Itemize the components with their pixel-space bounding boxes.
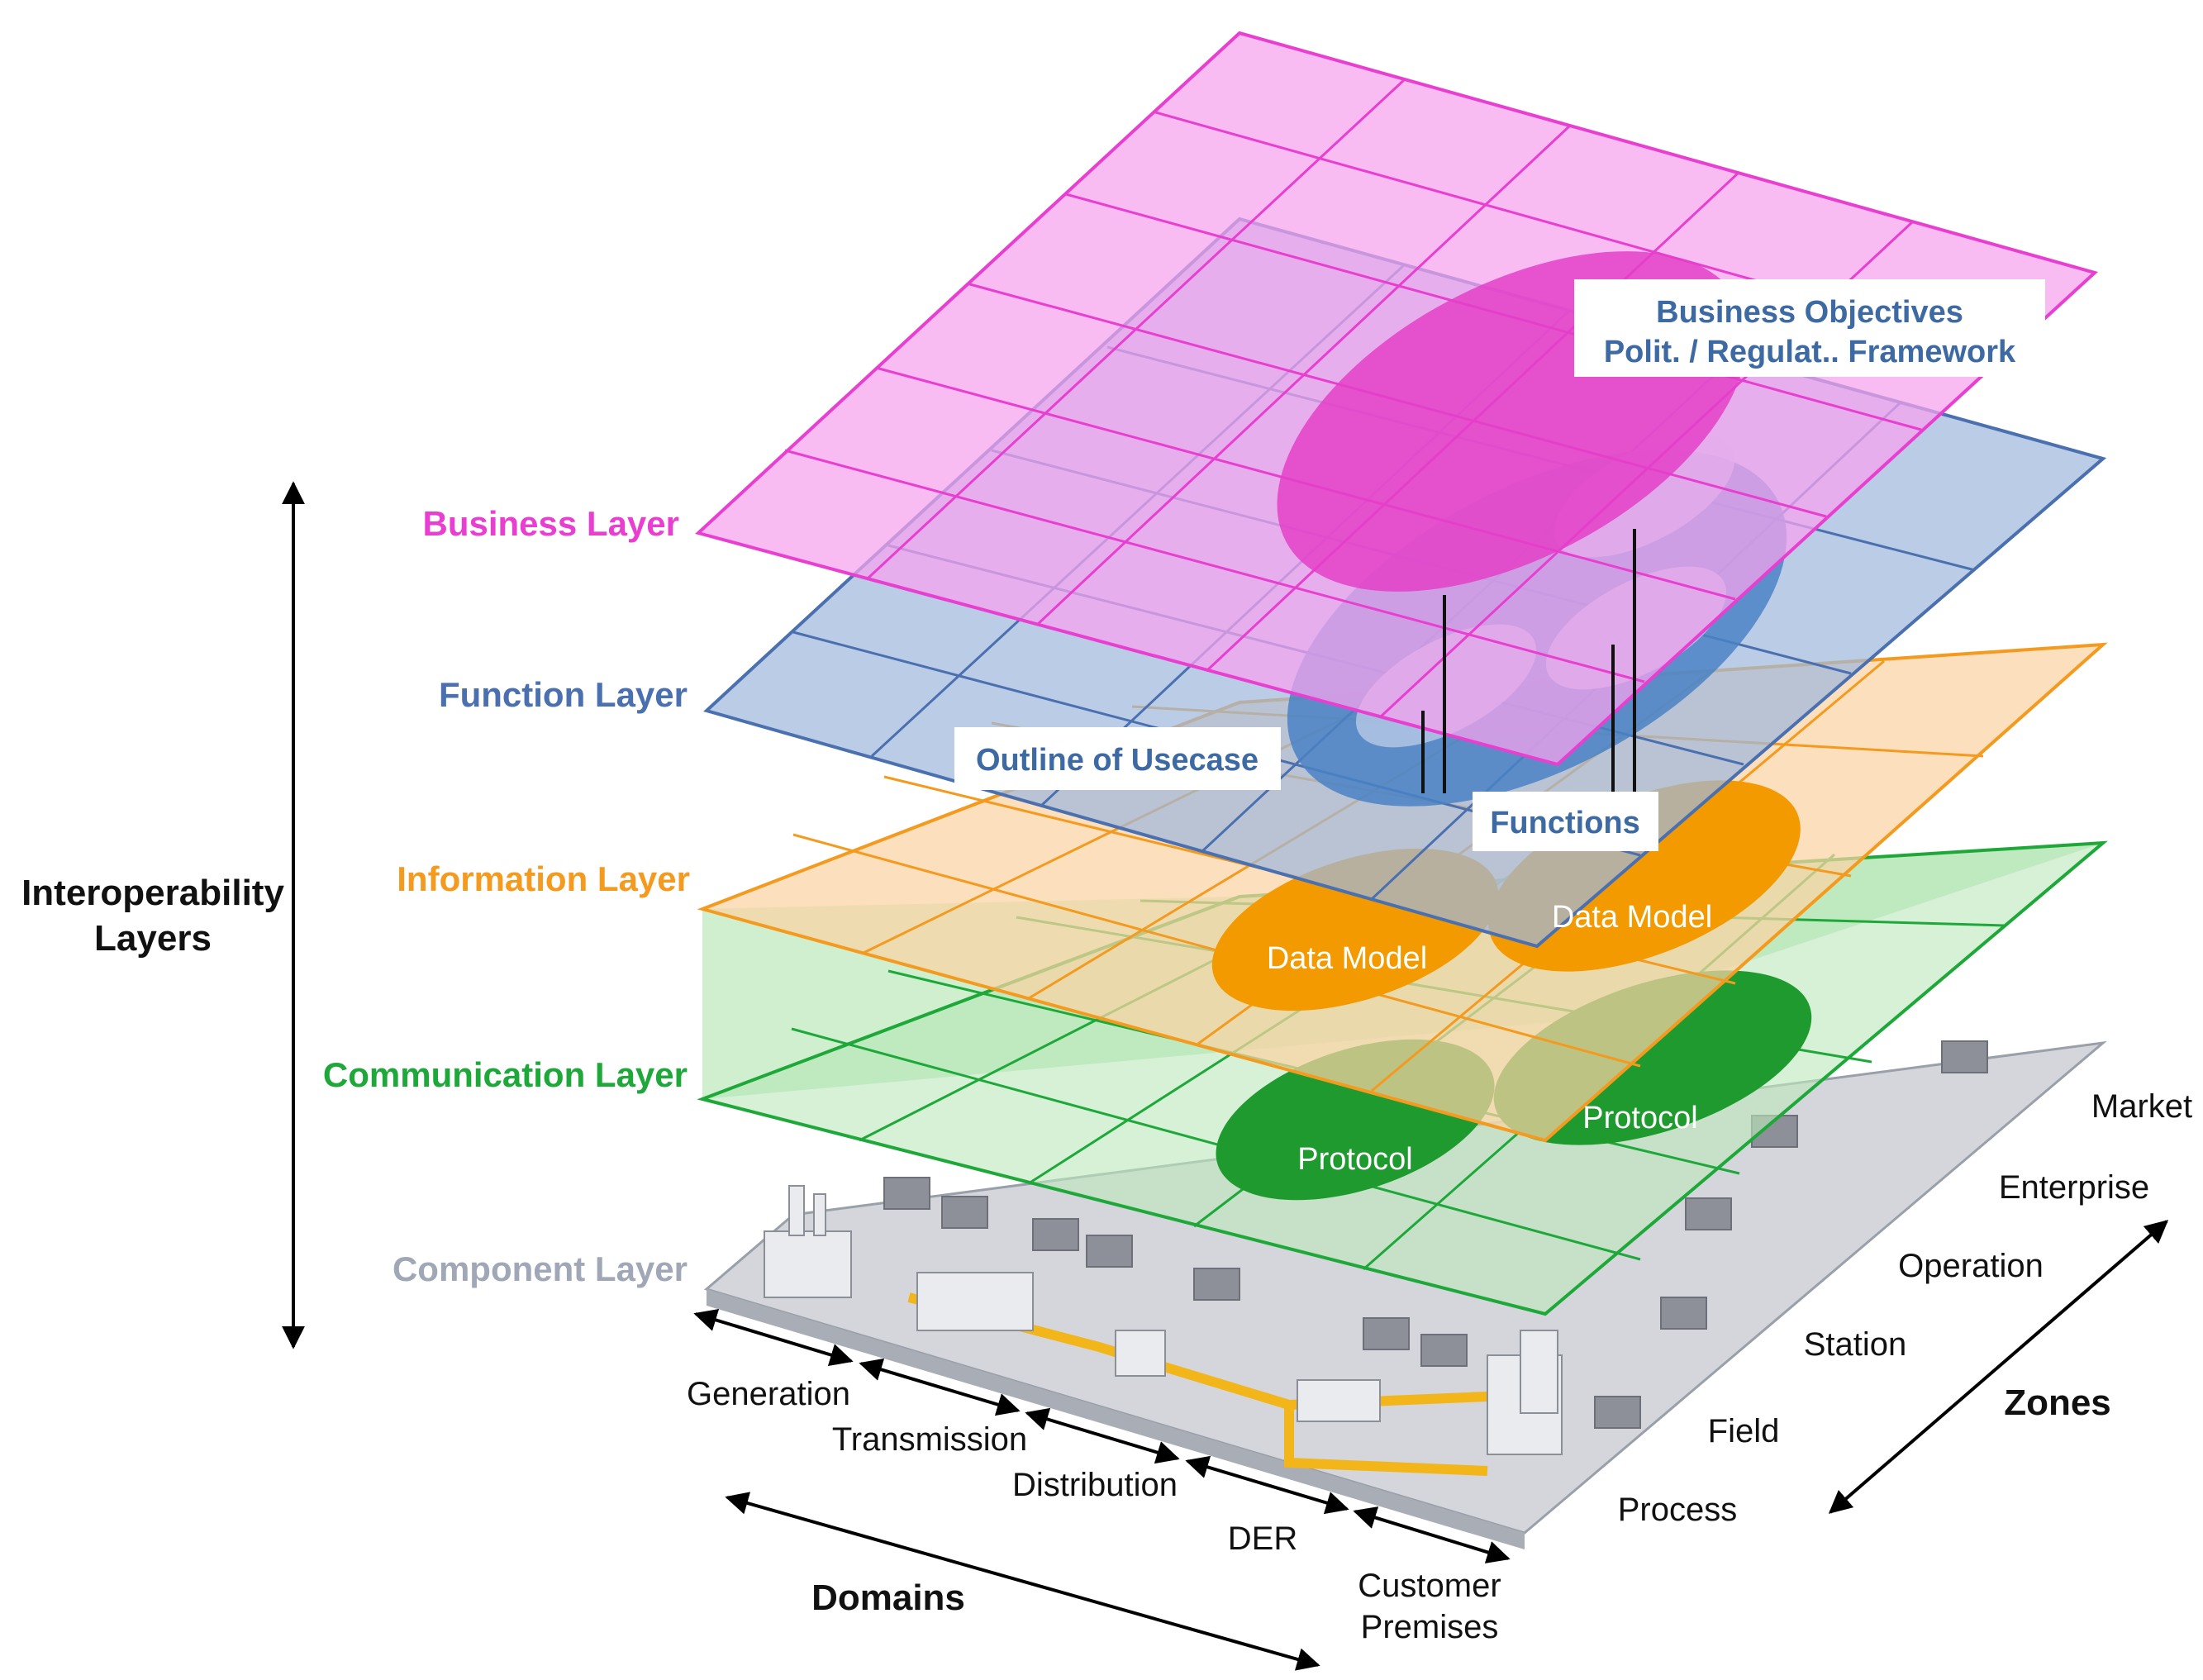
business-layer-label: Business Layer — [423, 504, 680, 543]
domain-arrows — [693, 1308, 1511, 1671]
political-regulatory-framework-text: Polit. / Regulat.. Framework — [1604, 335, 2016, 369]
usecase-connector-lines — [1421, 529, 1636, 797]
domain-transmission: Transmission — [832, 1421, 1027, 1458]
interoperability-label-line2: Layers — [94, 918, 212, 959]
functions-text: Functions — [1490, 806, 1640, 840]
zones-title: Zones — [2004, 1383, 2111, 1423]
domain-premises: Premises — [1361, 1609, 1499, 1645]
communication-layer-label: Communication Layer — [323, 1055, 688, 1094]
data-model-label-2: Data Model — [1552, 900, 1712, 935]
data-model-label-1: Data Model — [1267, 941, 1427, 976]
domain-customer: Customer — [1358, 1568, 1501, 1604]
interoperability-label-line1: Interoperability — [21, 873, 284, 913]
zone-operation: Operation — [1898, 1248, 2044, 1284]
domain-der: DER — [1228, 1521, 1297, 1557]
functions-box — [1473, 792, 1658, 851]
zone-process: Process — [1618, 1492, 1738, 1528]
protocol-label-2: Protocol — [1582, 1101, 1697, 1135]
domain-distribution: Distribution — [1012, 1467, 1178, 1503]
domains-title: Domains — [811, 1578, 965, 1618]
zone-field: Field — [1708, 1413, 1780, 1449]
function-layer-label: Function Layer — [439, 675, 688, 714]
zone-station: Station — [1804, 1326, 1907, 1363]
protocol-label-1: Protocol — [1297, 1142, 1412, 1177]
zone-enterprise: Enterprise — [1999, 1169, 2149, 1206]
zones-axis-arrow — [1828, 1220, 2169, 1514]
business-objectives-text: Business Objectives — [1656, 295, 1963, 330]
outline-usecase-box — [954, 727, 1281, 790]
information-layer-label: Information Layer — [397, 859, 690, 898]
component-layer-label: Component Layer — [393, 1249, 688, 1288]
domain-generation: Generation — [687, 1376, 850, 1412]
business-objectives-box — [1574, 279, 2045, 377]
zone-market: Market — [2091, 1088, 2192, 1125]
outline-usecase-text: Outline of Usecase — [976, 743, 1259, 778]
